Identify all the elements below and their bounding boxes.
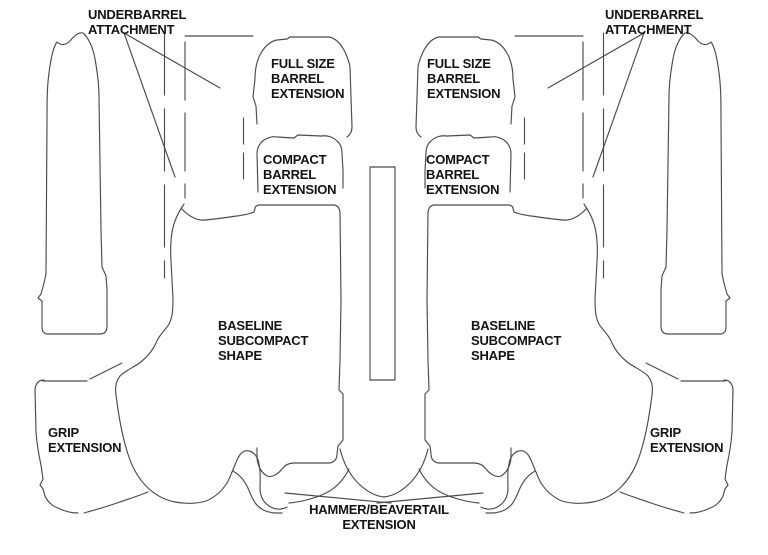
label-baseline-subcompact-shape-left: BASELINE SUBCOMPACT SHAPE xyxy=(218,318,309,363)
label-compact-barrel-extension-left: COMPACT BARREL EXTENSION xyxy=(263,152,337,197)
label-baseline-subcompact-shape-right: BASELINE SUBCOMPACT SHAPE xyxy=(471,318,562,363)
left-half-linework xyxy=(34,32,392,514)
hammer-inner-curve xyxy=(232,470,283,514)
leader-line-underbarrel-a xyxy=(123,32,221,89)
label-full-size-barrel-extension-left: FULL SIZE BARREL EXTENSION xyxy=(271,56,345,101)
leader-line-underbarrel-b xyxy=(123,32,176,178)
center-slot-rectangle xyxy=(369,166,396,381)
label-compact-barrel-extension-right: COMPACT BARREL EXTENSION xyxy=(426,152,500,197)
beavertail-arch-half xyxy=(339,448,385,498)
leader-line-hammer xyxy=(284,492,392,504)
baseline-subcompact-left-boundary xyxy=(115,203,288,510)
label-full-size-barrel-extension-right: FULL SIZE BARREL EXTENSION xyxy=(427,56,501,101)
label-underbarrel-attachment-left: UNDERBARREL ATTACHMENT xyxy=(88,7,187,37)
beavertail-sweep-left xyxy=(288,468,350,504)
label-grip-extension-right: GRIP EXTENSION xyxy=(650,425,724,455)
full-size-barrel-extension-outline xyxy=(252,36,353,138)
compact-barrel-extension-outline xyxy=(256,134,344,193)
label-underbarrel-attachment-right: UNDERBARREL ATTACHMENT xyxy=(605,7,704,37)
label-grip-extension-left: GRIP EXTENSION xyxy=(48,425,122,455)
baseline-subcompact-body-outline xyxy=(180,204,344,478)
grip-extension-diagonal xyxy=(89,362,123,380)
label-hammer-beavertail-extension: HAMMER/BEAVERTAIL EXTENSION xyxy=(309,502,449,532)
grip-extension-bottom-wave xyxy=(83,491,149,514)
underbarrel-attachment-outline xyxy=(37,32,108,335)
grip-extension-outline xyxy=(34,379,79,514)
